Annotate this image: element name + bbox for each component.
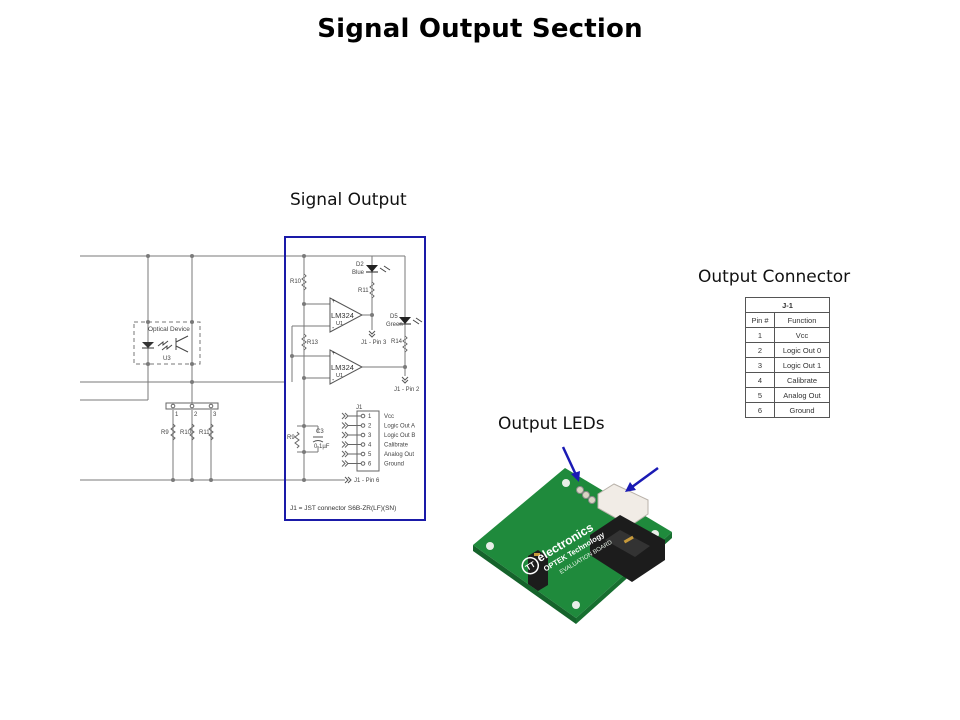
signal-output-highlight-box (284, 236, 426, 521)
j1-pin-row: 5 Analog Out (341, 450, 414, 458)
opamp2-unit-label: U1 (336, 373, 343, 379)
pin2-label: J1 - Pin 2 (394, 387, 420, 393)
j1-pin-list: 1 Vcc 2 Logic Out A 3 Logic Out B 4 Calibrate 5 A… (341, 412, 415, 468)
pin-contact-icon (360, 423, 366, 428)
j1-pin-number: 4 (368, 443, 372, 449)
resistor-r9-left-label: R9 (161, 430, 169, 436)
optical-device-outline (133, 321, 201, 365)
resistor-r13 (301, 333, 307, 351)
d5-label: D5 (390, 314, 398, 320)
opto-led-icon (142, 342, 154, 348)
opamp1-unit-label: U1 (336, 321, 343, 327)
opto-light-arrows-icon (157, 340, 173, 351)
j1-note: J1 = JST connector S6B-ZR(LF)(SN) (290, 505, 396, 512)
arrow-led-right-icon (631, 466, 659, 489)
j1-pin-number: 3 (368, 433, 372, 439)
j1-label: J1 (356, 405, 363, 411)
j1-pin-row: 3 Logic Out B (341, 431, 415, 439)
led-pointer-arrows (561, 446, 659, 492)
u3-label: U3 (163, 356, 171, 362)
pin-contact-icon (360, 413, 366, 419)
r10-label: R10 (290, 279, 302, 285)
j1-pin-row: 4 Calibrate (341, 441, 409, 449)
j1-pin-number: 2 (368, 424, 372, 430)
pin6-label: J1 - Pin 6 (354, 478, 380, 484)
resistor-r10 (301, 273, 307, 291)
pin6-connector-icon (344, 476, 352, 484)
jumper-pin-1-label: 1 (175, 412, 179, 418)
jumper-pin-3-label: 3 (213, 412, 217, 418)
j1-pin-function: Logic Out A (384, 424, 415, 430)
left-resistors (170, 423, 214, 441)
d5-color-label: Green (386, 322, 403, 328)
svg-text:+: + (332, 299, 336, 305)
r13-label: R13 (307, 340, 319, 346)
j1-pin-number: 6 (368, 462, 372, 468)
c3-value-label: 0.1µF (314, 444, 330, 450)
svg-text:-: - (332, 377, 335, 384)
junction-dots (146, 254, 407, 482)
j1-pin-function: Calibrate (384, 443, 409, 449)
opamp2-part-label: LM324 (331, 363, 354, 372)
output-leds (576, 486, 596, 504)
resistor-r9 (294, 431, 300, 449)
jumper-block (528, 550, 548, 591)
jumper-header (165, 402, 219, 410)
pin-contact-icon (360, 451, 366, 457)
d2-light-arrows-icon (379, 265, 391, 273)
svg-text:-: - (332, 325, 335, 332)
tt-logo-text: TT (524, 560, 537, 573)
j1-pin-function: Logic Out B (384, 433, 415, 439)
tt-logo-icon (521, 556, 540, 575)
svg-text:+: + (332, 351, 336, 357)
r9-label: R9 (287, 435, 295, 441)
pin-contact-icon (360, 461, 366, 466)
j1-pin-function: Vcc (384, 414, 394, 420)
arrow-led-left-icon (561, 446, 578, 476)
output-leds-caption: Output LEDs (498, 414, 605, 434)
output-connector-caption: Output Connector (698, 267, 851, 287)
pin2-connector-icon (401, 376, 409, 384)
jumper-pin-2-label: 2 (194, 412, 198, 418)
resistor-r11-left-label: R11 (199, 430, 210, 436)
pin3-label: J1 - Pin 3 (361, 340, 387, 346)
pin3-connector-icon (368, 330, 376, 338)
pin-contact-icon (360, 432, 366, 438)
led-d2-icon (366, 265, 378, 272)
j1-pin-function: Ground (384, 462, 404, 468)
j1-pin-function: Analog Out (384, 452, 414, 458)
resistor-r11 (369, 281, 375, 299)
r11-label: R11 (358, 288, 369, 294)
page-title: Signal Output Section (317, 14, 643, 44)
cell-function: Ground (774, 402, 830, 418)
j1-pin-row: 2 Logic Out A (341, 422, 415, 430)
j1-pin-number: 1 (368, 414, 372, 420)
resistor-r14 (402, 335, 408, 353)
opamp-u1b-icon (329, 349, 364, 385)
opamp-u1a-icon (329, 297, 364, 333)
output-connector-white (597, 483, 649, 527)
optical-device-label: Optical Device (148, 326, 190, 333)
j1-pin-number: 5 (368, 452, 372, 458)
c3-label: C3 (316, 429, 324, 435)
d5-light-arrows-icon (412, 317, 423, 325)
resistor-r10-left-label: R10 (180, 430, 192, 436)
j1-pin-row: 1 Vcc (341, 412, 394, 420)
d2-color-label: Blue (352, 270, 365, 276)
j1-pin-row: 6 Ground (341, 460, 404, 468)
r14-label: R14 (391, 339, 403, 345)
pin-contact-icon (360, 442, 366, 447)
d2-label: D2 (356, 262, 364, 268)
signal-output-caption: Signal Output (290, 190, 407, 210)
opamp1-part-label: LM324 (331, 311, 354, 320)
led-d5-icon (399, 317, 411, 324)
